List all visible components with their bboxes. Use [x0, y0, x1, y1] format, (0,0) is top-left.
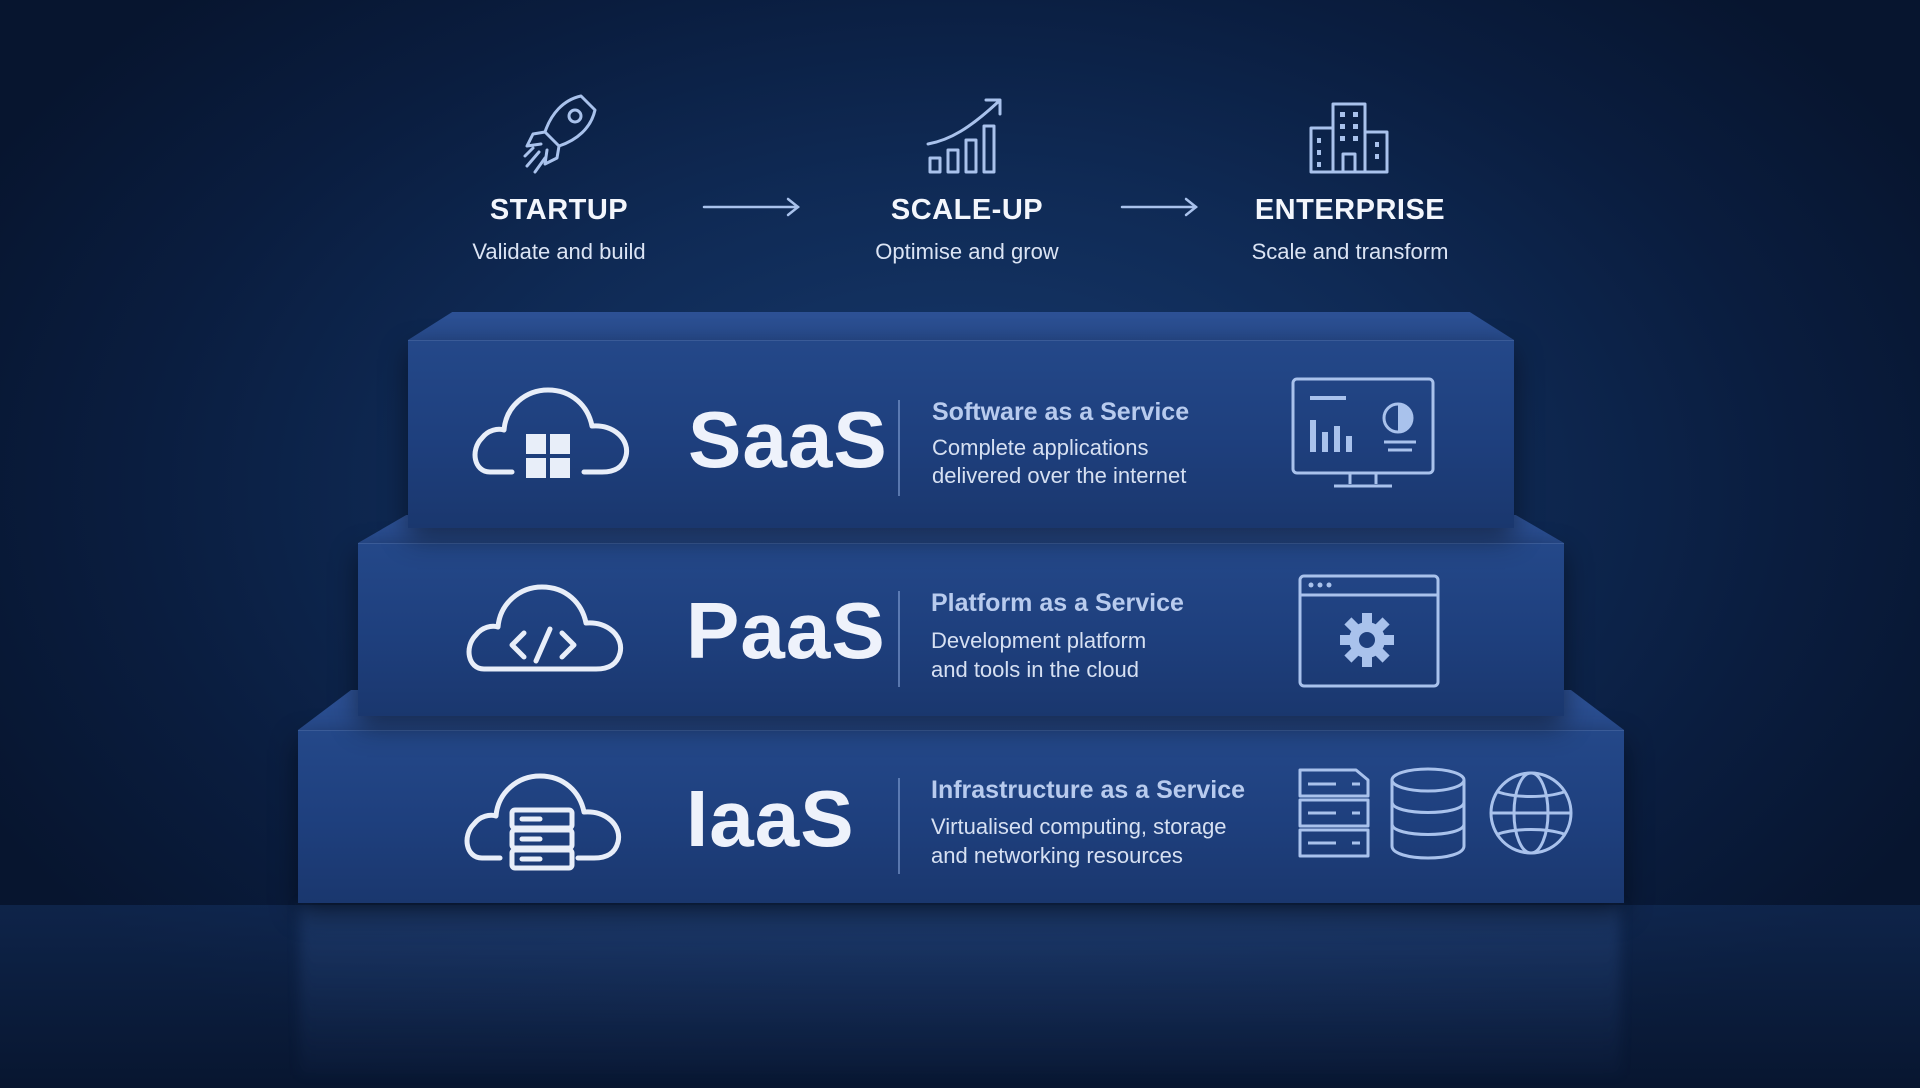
layer-top-face: [408, 312, 1514, 340]
layer-description-line: Complete applications: [932, 435, 1149, 460]
divider: [898, 778, 900, 874]
floor-surface: [0, 905, 1920, 1088]
globe-icon: [1489, 771, 1573, 855]
layer-title: Platform as a Service: [931, 589, 1184, 617]
stage-title: ENTERPRISE: [1254, 194, 1446, 226]
browser-gear-icon: [1298, 574, 1440, 688]
stage-enterprise: ENTERPRISE Scale and transform: [1200, 92, 1500, 265]
layer-description-line: delivered over the internet: [932, 463, 1187, 488]
arrow-right-icon: [1120, 197, 1199, 217]
stage-startup: STARTUP Validate and build: [409, 92, 709, 265]
layer-label: SaaS: [688, 395, 888, 484]
cloud-windows-icon: [472, 387, 630, 478]
cloud-server-icon: [464, 773, 622, 871]
layer-iaas: IaaS Infrastructure as a Service Virtual…: [298, 690, 1624, 905]
layer-description-line: and networking resources: [931, 843, 1183, 868]
stage-subtitle: Optimise and grow: [875, 239, 1059, 264]
arrow-right-icon: [702, 197, 801, 217]
layer-front-face: [408, 340, 1514, 528]
stage-title: SCALE-UP: [890, 194, 1044, 226]
layer-label: PaaS: [686, 586, 886, 675]
layer-paas: PaaS Platform as a Service Development p…: [358, 515, 1564, 718]
layer-title: Software as a Service: [932, 398, 1190, 426]
layer-description-line: and tools in the cloud: [931, 657, 1139, 682]
floor-reflection: [300, 905, 1620, 1075]
layer-title: Infrastructure as a Service: [931, 776, 1246, 804]
stage-subtitle: Validate and build: [472, 239, 646, 264]
office-building-icon: [1309, 102, 1389, 174]
layer-saas: SaaS Software as a Service Complete appl…: [408, 312, 1514, 530]
layer-front-face: [298, 730, 1624, 903]
server-rack-icon: [1298, 768, 1370, 858]
cloud-code-icon: [466, 584, 624, 672]
layer-label: IaaS: [686, 774, 855, 863]
layer-description-line: Virtualised computing, storage: [931, 814, 1227, 839]
database-icon: [1390, 767, 1466, 860]
divider: [898, 591, 900, 687]
growth-chart-icon: [926, 98, 1002, 174]
stage-title: STARTUP: [489, 194, 629, 226]
stage-scale-up: SCALE-UP Optimise and grow: [817, 92, 1117, 265]
rocket-icon: [523, 94, 597, 174]
stage-subtitle: Scale and transform: [1251, 239, 1449, 264]
divider: [898, 400, 900, 496]
layer-description-line: Development platform: [931, 628, 1147, 653]
dashboard-monitor-icon: [1291, 377, 1435, 488]
